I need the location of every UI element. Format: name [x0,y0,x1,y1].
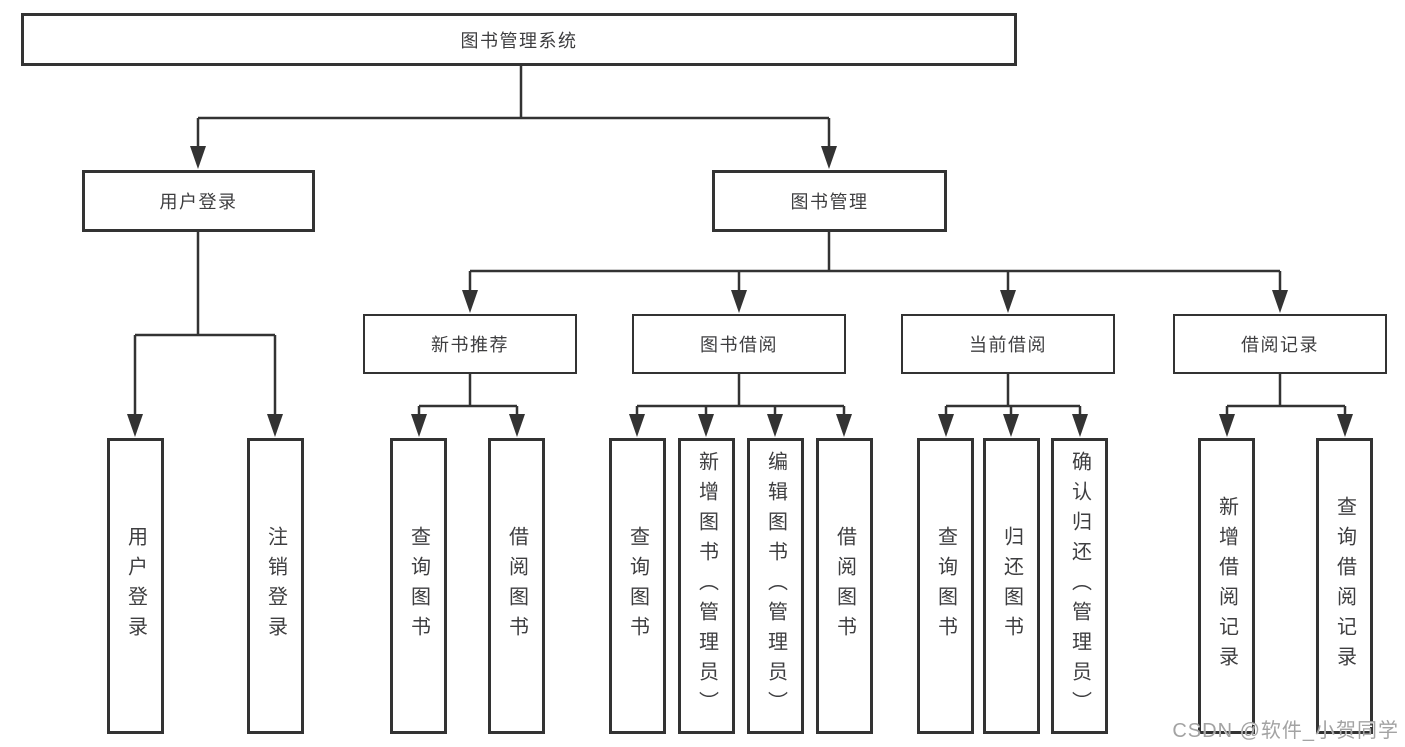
node-label: 确认归还（管理员） [1068,451,1091,721]
node-label: 借阅图书 [833,526,856,646]
leaf-borrow-books: 借阅图书 [816,438,873,734]
node-label: 图书管理 [790,192,869,212]
node-book-borrowing: 图书借阅 [632,314,846,374]
node-label: 查询图书 [407,526,430,646]
leaf-add-book-admin: 新增图书（管理员） [678,438,735,734]
node-current-borrowing: 当前借阅 [901,314,1115,374]
leaf-confirm-return-admin: 确认归还（管理员） [1051,438,1108,734]
csdn-watermark: CSDN @软件_小贺同学 [1172,720,1399,742]
leaf-query-borrow-record: 查询借阅记录 [1316,438,1373,734]
node-label: 用户登录 [124,526,147,646]
node-label: 新增图书（管理员） [695,451,718,721]
node-new-book-recommend: 新书推荐 [363,314,577,374]
node-label: 用户登录 [159,192,238,212]
node-label: 查询借阅记录 [1333,496,1356,676]
leaf-user-login: 用户登录 [107,438,164,734]
leaf-logout: 注销登录 [247,438,304,734]
arrowheads [127,146,1353,437]
node-borrowing-records: 借阅记录 [1173,314,1387,374]
node-label: 查询图书 [934,526,957,646]
node-label: 借阅图书 [505,526,528,646]
node-label: 图书借阅 [700,335,778,355]
leaf-return-book: 归还图书 [983,438,1040,734]
leaf-query-books-recommend: 查询图书 [390,438,447,734]
node-label: 查询图书 [626,526,649,646]
node-label: 注销登录 [264,526,287,646]
node-label: 归还图书 [1000,526,1023,646]
node-library-system: 图书管理系统 [21,13,1017,66]
node-label: 新增借阅记录 [1215,496,1238,676]
node-label: 当前借阅 [969,335,1047,355]
node-label: 图书管理系统 [460,30,578,51]
leaf-edit-book-admin: 编辑图书（管理员） [747,438,804,734]
node-book-management: 图书管理 [712,170,947,232]
node-label: 借阅记录 [1241,335,1319,355]
leaf-add-borrow-record: 新增借阅记录 [1198,438,1255,734]
leaf-borrow-books-recommend: 借阅图书 [488,438,545,734]
node-label: 新书推荐 [431,335,509,355]
node-user-login: 用户登录 [82,170,315,232]
node-label: 编辑图书（管理员） [764,451,787,721]
leaf-query-books-current: 查询图书 [917,438,974,734]
leaf-query-books-borrow: 查询图书 [609,438,666,734]
